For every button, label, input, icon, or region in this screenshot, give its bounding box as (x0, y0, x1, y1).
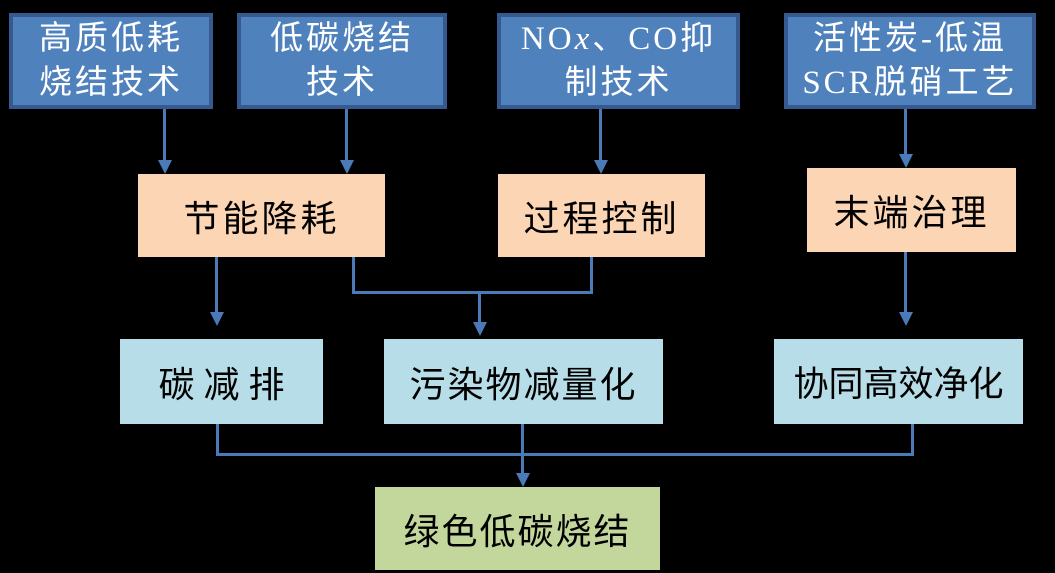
node-label: 末端治理 (833, 193, 990, 233)
node-high-quality-low-consumption-sintering: 高质低耗 烧结技术 (9, 13, 213, 109)
label-segment-italic: x (574, 21, 593, 57)
node-process-control: 过程控制 (498, 174, 705, 257)
connector-energy-saving-to-carbon-reduction (215, 257, 218, 312)
node-label: 过程控制 (523, 198, 680, 239)
arrowhead-tech4-to-end-treatment (899, 154, 913, 168)
node-synergistic-purification: 协同高效净化 (774, 339, 1023, 424)
node-label-line: 高质低耗 (39, 21, 183, 57)
connector-merge-bar-bottom (216, 453, 914, 456)
arrowhead-energy-saving-to-carbon-reduction (210, 312, 224, 326)
arrowhead-tech1-to-energy-saving (158, 160, 172, 174)
label-segment: NO (520, 21, 575, 57)
arrowhead-end-treatment-to-purification (899, 312, 913, 326)
arrowhead-merge-to-pollutant-reduction (473, 322, 487, 336)
node-activated-carbon-scr-denitration: 活性炭-低温 SCR脱硝工艺 (784, 13, 1036, 109)
connector-process-control-drop (590, 257, 593, 294)
node-low-carbon-sintering-tech: 低碳烧结 技术 (237, 13, 447, 109)
arrowhead-to-goal (516, 473, 530, 487)
node-label: 污染物减量化 (409, 364, 638, 405)
connector-purification-drop (911, 424, 914, 456)
node-label-line: NOx、CO抑 (521, 17, 716, 61)
node-pollutant-reduction: 污染物减量化 (384, 339, 663, 424)
connector-tech4-to-end-treatment (904, 109, 907, 154)
connector-tech1-to-energy-saving (163, 109, 166, 160)
node-label-line: 烧结技术 (39, 65, 183, 101)
node-end-treatment: 末端治理 (807, 168, 1016, 252)
node-label: 节能降耗 (183, 198, 340, 239)
node-label-line: 低碳烧结 (270, 21, 414, 57)
connector-merge-to-pollutant-reduction (478, 291, 481, 322)
node-label-line: SCR脱硝工艺 (802, 65, 1018, 101)
node-energy-saving: 节能降耗 (138, 174, 385, 257)
node-label: 绿色低碳烧结 (403, 511, 632, 552)
node-label-line: 制技术 (564, 65, 673, 101)
connector-end-treatment-to-purification (904, 252, 907, 312)
connector-pollutant-reduction-to-goal (521, 424, 524, 473)
node-green-low-carbon-sintering: 绿色低碳烧结 (375, 487, 660, 570)
node-label: 碳减排 (158, 364, 294, 405)
connector-carbon-reduction-drop (216, 424, 219, 456)
node-label-line: 技术 (306, 65, 378, 101)
connector-merge-bar-middle (352, 291, 593, 294)
arrowhead-tech3-to-process-control (594, 160, 608, 174)
connector-tech2-to-energy-saving (345, 109, 348, 160)
node-label-line: 活性炭-低温 (813, 21, 1007, 57)
node-carbon-reduction: 碳减排 (120, 339, 323, 424)
node-label: 协同高效净化 (793, 365, 1004, 404)
arrowhead-tech2-to-energy-saving (340, 160, 354, 174)
node-nox-co-suppression-tech: NOx、CO抑 制技术 (497, 13, 740, 109)
connector-tech3-to-process-control (599, 109, 602, 160)
label-segment: 、CO抑 (592, 21, 717, 57)
connector-energy-saving-drop (352, 257, 355, 294)
